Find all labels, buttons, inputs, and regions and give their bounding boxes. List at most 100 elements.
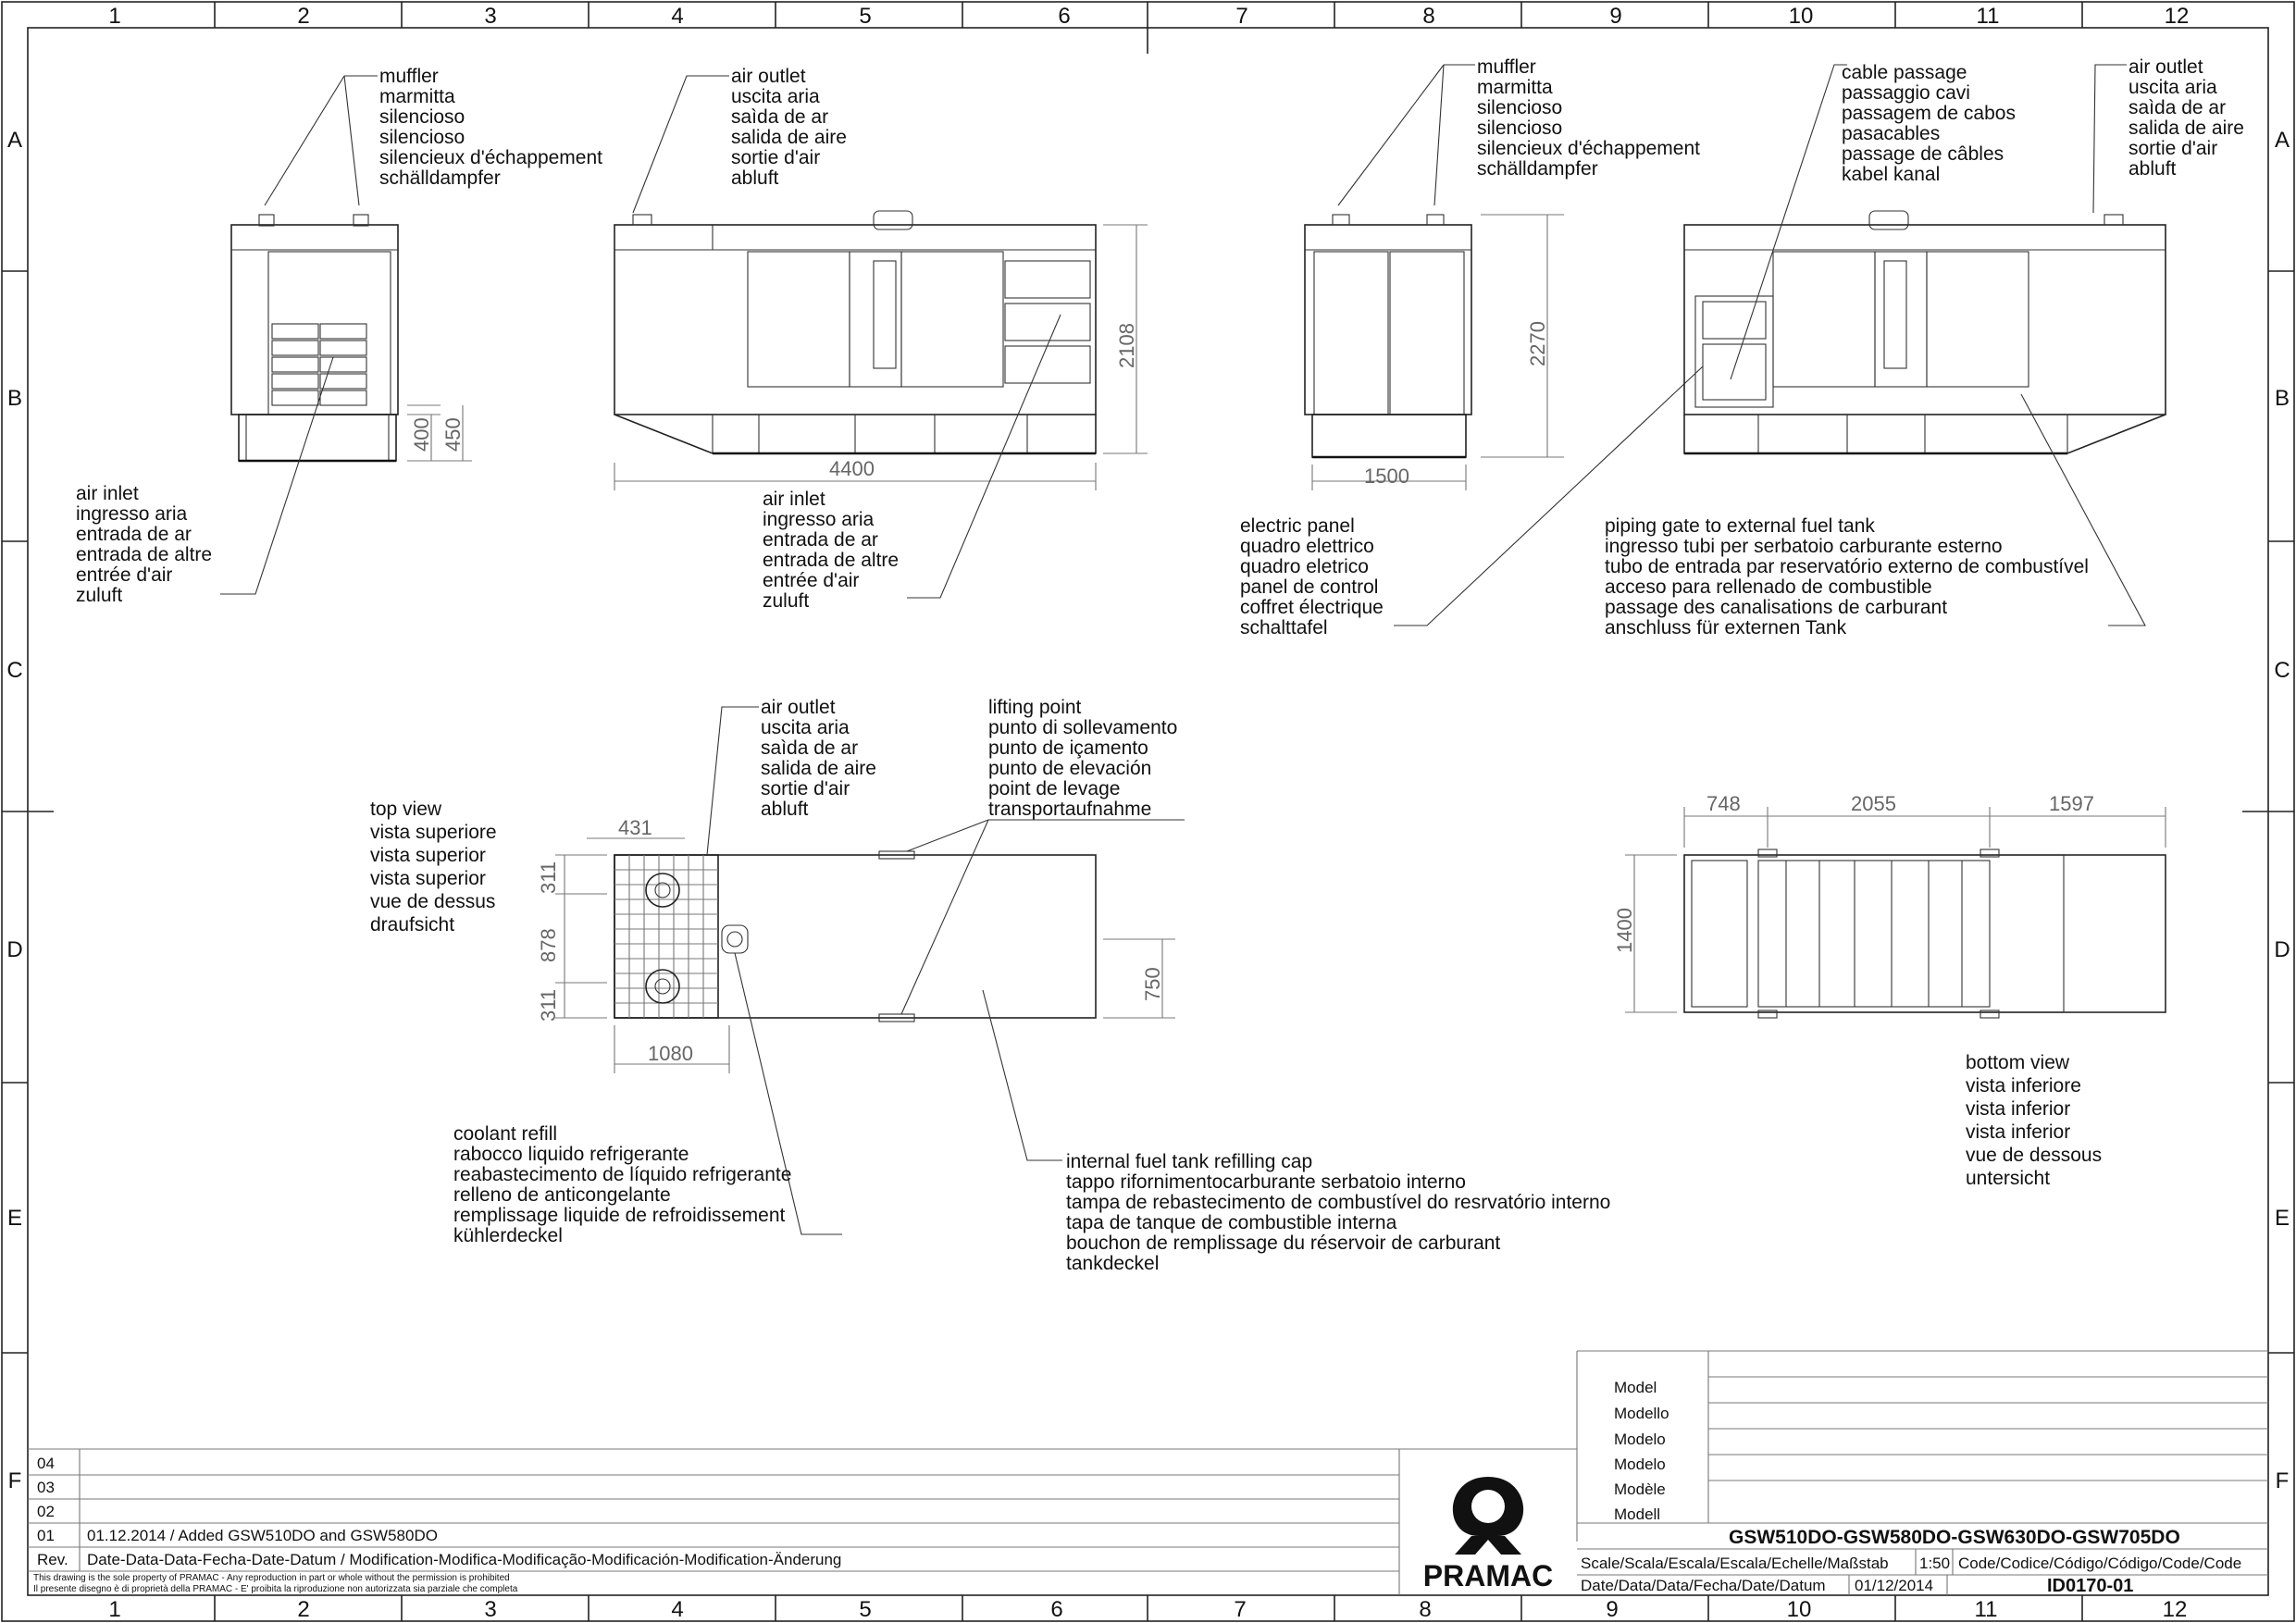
air-outlet-label-top: air outlet uscita aria saìda de ar salid… <box>761 697 876 820</box>
svg-text:bouchon de remplissage du rése: bouchon de remplissage du réservoir de c… <box>1066 1233 1500 1254</box>
svg-text:quadro eletrico: quadro eletrico <box>1240 556 1369 577</box>
grid-col-9: 9 <box>1609 4 1621 29</box>
logo-wordmark: PRAMAC <box>1423 1559 1553 1592</box>
svg-text:silencieux d'échappement: silencieux d'échappement <box>379 147 602 168</box>
svg-text:entrée d'air: entrée d'air <box>76 564 172 586</box>
grid-col-8-bottom: 8 <box>1419 1597 1431 1622</box>
dim-748: 748 <box>1706 792 1741 815</box>
svg-text:tubo de entrada par reservatór: tubo de entrada par reservatório externo… <box>1605 556 2089 577</box>
grid-row-labels-right: A B C D E F <box>2274 128 2290 1493</box>
dim-1080: 1080 <box>648 1042 693 1065</box>
grid-row-labels-left: A B C D E F <box>6 128 22 1493</box>
svg-text:schälldampfer: schälldampfer <box>1477 158 1598 180</box>
side-view-right: cable passage passaggio cavi passagem de… <box>1605 56 2244 638</box>
air-outlet-label-side-left: air outlet uscita aria saìda de ar salid… <box>731 66 847 189</box>
rev-04: 04 <box>37 1455 55 1472</box>
svg-text:uscita aria: uscita aria <box>731 86 820 107</box>
rev-01-text: 01.12.2014 / Added GSW510DO and GSW580DO <box>87 1527 438 1544</box>
svg-text:coffret électrique: coffret électrique <box>1240 597 1384 618</box>
revision-table: 04 03 02 01 01.12.2014 / Added GSW510DO … <box>37 1455 841 1568</box>
svg-text:schalttafel: schalttafel <box>1240 617 1328 638</box>
svg-text:vista inferiore: vista inferiore <box>1966 1075 2081 1096</box>
svg-text:uscita aria: uscita aria <box>2128 77 2217 98</box>
electric-panel-label: electric panel quadro elettrico quadro e… <box>1240 515 1384 638</box>
svg-text:piping gate to external fuel t: piping gate to external fuel tank <box>1605 515 1875 537</box>
grid-column-labels-top: 1 2 3 4 5 6 7 8 9 10 11 12 <box>108 4 2189 29</box>
svg-text:silencioso: silencioso <box>379 127 465 148</box>
code-value: ID0170-01 <box>2047 1576 2133 1596</box>
svg-text:silencioso: silencioso <box>1477 118 1562 139</box>
rev-header: Rev. <box>37 1551 68 1568</box>
svg-text:kühlerdeckel: kühlerdeckel <box>453 1225 563 1246</box>
rev-header-text: Date-Data-Data-Fecha-Date-Datum / Modifi… <box>87 1551 841 1568</box>
grid-row-f-right: F <box>2276 1468 2290 1493</box>
svg-text:punto de içamento: punto de içamento <box>988 737 1148 759</box>
svg-text:vue de dessus: vue de dessus <box>370 891 495 912</box>
grid-row-a-right: A <box>2275 128 2290 153</box>
svg-text:kabel kanal: kabel kanal <box>1842 164 1940 185</box>
side-view-left: 4400 2108 air outlet uscita aria saìda d… <box>614 66 1148 612</box>
svg-text:vista inferior: vista inferior <box>1966 1098 2070 1120</box>
svg-text:lifting point: lifting point <box>988 697 1082 718</box>
svg-text:air outlet: air outlet <box>761 697 836 718</box>
svg-text:air inlet: air inlet <box>763 489 825 510</box>
svg-text:passage de câbles: passage de câbles <box>1842 143 2004 165</box>
svg-text:vista superiore: vista superiore <box>370 822 497 843</box>
grid-row-e: E <box>7 1206 22 1231</box>
svg-text:saìda de ar: saìda de ar <box>2128 97 2226 118</box>
svg-text:air outlet: air outlet <box>731 66 806 87</box>
dim-450: 450 <box>441 417 465 452</box>
svg-text:vue de dessous: vue de dessous <box>1966 1145 2102 1166</box>
rev-03: 03 <box>37 1479 55 1496</box>
grid-col-12-bottom: 12 <box>2163 1597 2188 1622</box>
svg-text:Modèle: Modèle <box>1614 1481 1666 1498</box>
air-outlet-label-side-right: air outlet uscita aria saìda de ar salid… <box>2128 56 2244 180</box>
svg-text:tappo rifornimentocarburante s: tappo rifornimentocarburante serbatoio i… <box>1066 1171 1466 1193</box>
grid-col-3: 3 <box>484 4 496 29</box>
date-value: 01/12/2014 <box>1855 1577 1933 1594</box>
bottom-view: 748 2055 1597 1400 bottom view vista inf… <box>1613 792 2166 1189</box>
svg-text:vista inferior: vista inferior <box>1966 1121 2070 1143</box>
grid-col-2-bottom: 2 <box>297 1597 309 1622</box>
dim-2270: 2270 <box>1526 321 1549 366</box>
grid-col-5-bottom: 5 <box>859 1597 871 1622</box>
svg-text:point de levage: point de levage <box>988 778 1120 799</box>
svg-text:silencioso: silencioso <box>379 106 465 128</box>
svg-text:anschluss für externen Tank: anschluss für externen Tank <box>1605 617 1847 638</box>
svg-text:passage des canalisations de c: passage des canalisations de carburant <box>1605 597 1947 618</box>
disclaimer-2: Il presente disegno è di proprietà della… <box>33 1584 518 1594</box>
svg-text:top view: top view <box>370 799 442 820</box>
svg-text:silencioso: silencioso <box>1477 97 1562 118</box>
scale-label: Scale/Scala/Escala/Escala/Echelle/Maßsta… <box>1581 1555 1889 1572</box>
grid-col-4: 4 <box>671 4 683 29</box>
svg-text:zuluft: zuluft <box>763 590 809 612</box>
grid-col-11-bottom: 11 <box>1975 1597 1998 1622</box>
grid-col-2: 2 <box>297 4 309 29</box>
svg-text:abluft: abluft <box>761 799 809 820</box>
svg-text:untersicht: untersicht <box>1966 1168 2050 1189</box>
svg-text:entrada de altre: entrada de altre <box>76 544 212 565</box>
svg-text:transportaufnahme: transportaufnahme <box>988 799 1151 820</box>
grid-col-10-bottom: 10 <box>1787 1597 1812 1622</box>
grid-col-11: 11 <box>1977 4 2000 29</box>
svg-text:panel de control: panel de control <box>1240 576 1378 598</box>
svg-text:abluft: abluft <box>731 167 779 189</box>
grid-column-labels-bottom: 1 2 3 4 5 6 7 8 9 10 11 12 <box>108 1597 2187 1622</box>
cable-passage-label: cable passage passaggio cavi passagem de… <box>1842 62 2016 185</box>
svg-text:Modello: Modello <box>1614 1405 1669 1422</box>
grid-row-b-right: B <box>2275 386 2290 411</box>
model-labels: Model Modello Modelo Modelo Modèle Model… <box>1614 1379 1669 1523</box>
svg-text:tankdeckel: tankdeckel <box>1066 1253 1159 1274</box>
grid-col-10: 10 <box>1789 4 1814 29</box>
rear-view-left: 400 450 muffler marmitta silencioso sile… <box>76 66 602 606</box>
svg-text:coolant refill: coolant refill <box>453 1123 557 1145</box>
grid-col-1: 1 <box>108 4 120 29</box>
svg-text:zuluft: zuluft <box>76 585 122 606</box>
svg-text:pasacables: pasacables <box>1842 123 1940 144</box>
grid-col-5: 5 <box>859 4 871 29</box>
svg-text:passagem de cabos: passagem de cabos <box>1842 103 2016 124</box>
grid-row-d: D <box>6 937 22 962</box>
svg-text:muffler: muffler <box>1477 56 1536 78</box>
piping-gate-label: piping gate to external fuel tank ingres… <box>1605 515 2089 638</box>
